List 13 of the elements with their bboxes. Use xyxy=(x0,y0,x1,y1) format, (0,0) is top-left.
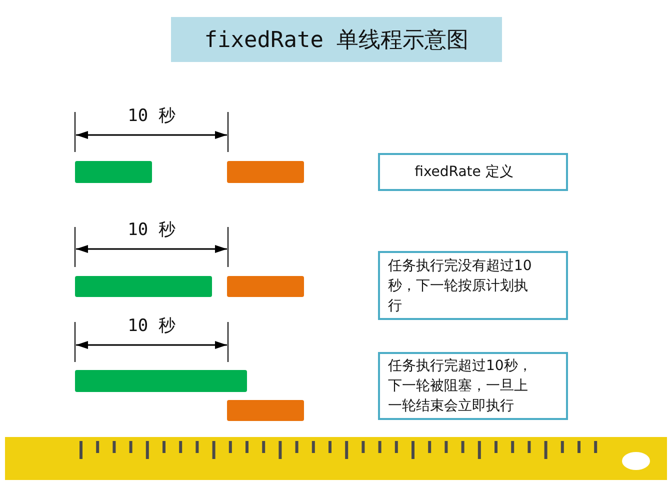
title-banner: fixedRate 单线程示意图 xyxy=(171,17,502,62)
timeline-bar xyxy=(227,161,304,183)
dimension-label: 10 秒 xyxy=(126,219,176,240)
timeline-bar xyxy=(227,276,304,297)
text-box: fixedRate 定义 xyxy=(378,153,568,191)
text-box: 任务执行完超过10秒，下一轮被阻塞，一旦上一轮结束会立即执行 xyxy=(378,352,568,420)
timeline-bar xyxy=(75,370,247,392)
text-box: 任务执行完没有超过10秒，下一轮按原计划执行 xyxy=(378,251,568,320)
dimension-label: 10 秒 xyxy=(126,105,176,126)
dimension-label: 10 秒 xyxy=(126,315,176,336)
timeline-bar xyxy=(75,161,152,183)
timeline-bar xyxy=(75,276,212,297)
timeline-bar xyxy=(227,400,304,421)
